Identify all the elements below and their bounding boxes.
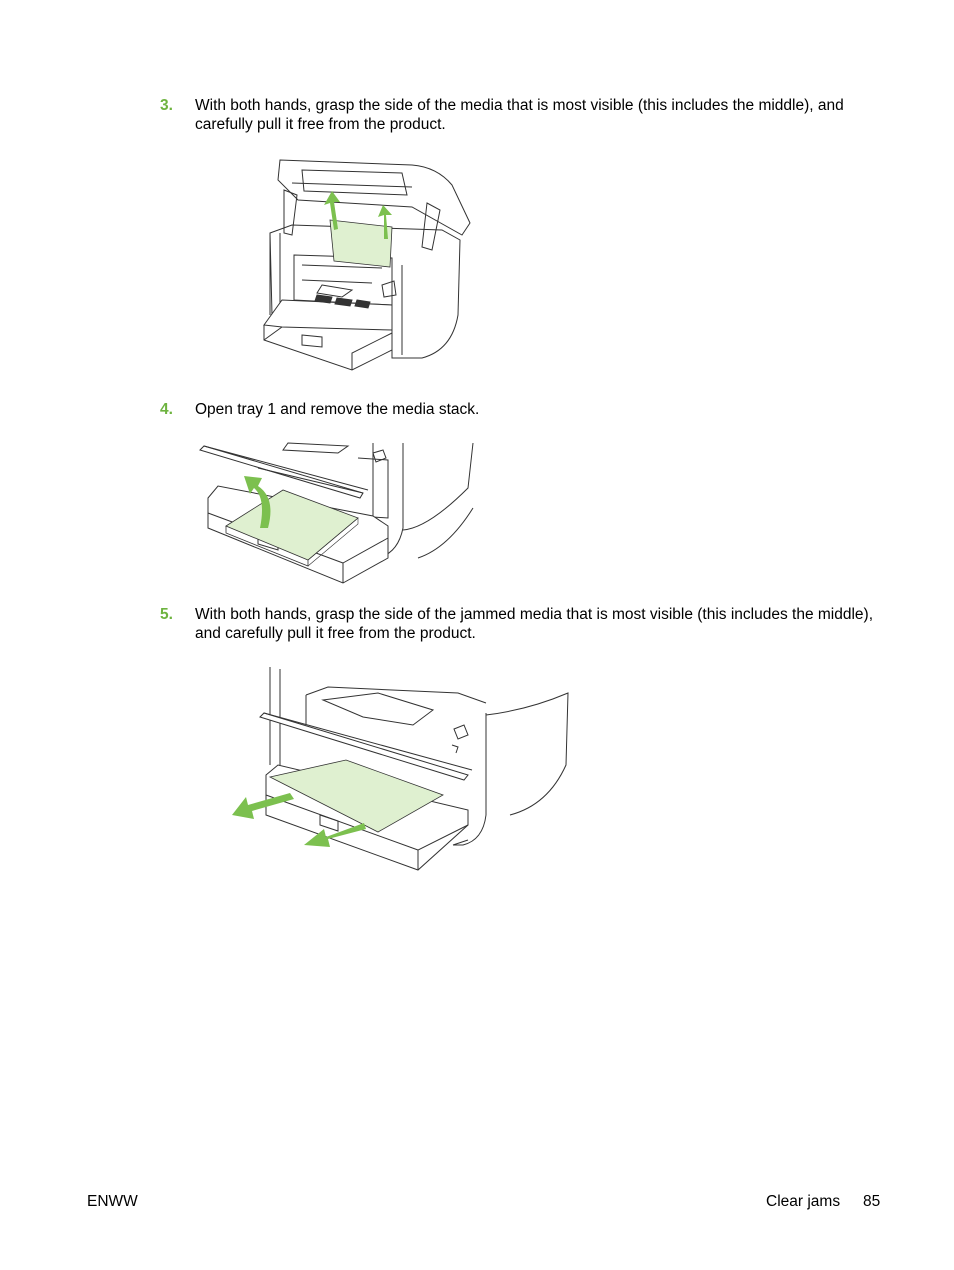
step-text: Open tray 1 and remove the media stack.: [195, 401, 480, 418]
step-text: With both hands, grasp the side of the m…: [195, 97, 844, 133]
footer-doc-id: ENWW: [87, 1193, 138, 1210]
step-text: With both hands, grasp the side of the j…: [195, 606, 874, 642]
footer-section-title: Clear jams: [766, 1193, 841, 1210]
printer-open-lid-illustration: [263, 159, 471, 371]
step-number: 5.: [160, 606, 173, 623]
footer-page-number: 85: [863, 1193, 881, 1210]
pull-jammed-media-illustration: [232, 667, 569, 871]
step-number: 4.: [160, 401, 173, 418]
step-number: 3.: [160, 97, 173, 114]
open-tray-remove-stack-illustration: [199, 442, 474, 584]
